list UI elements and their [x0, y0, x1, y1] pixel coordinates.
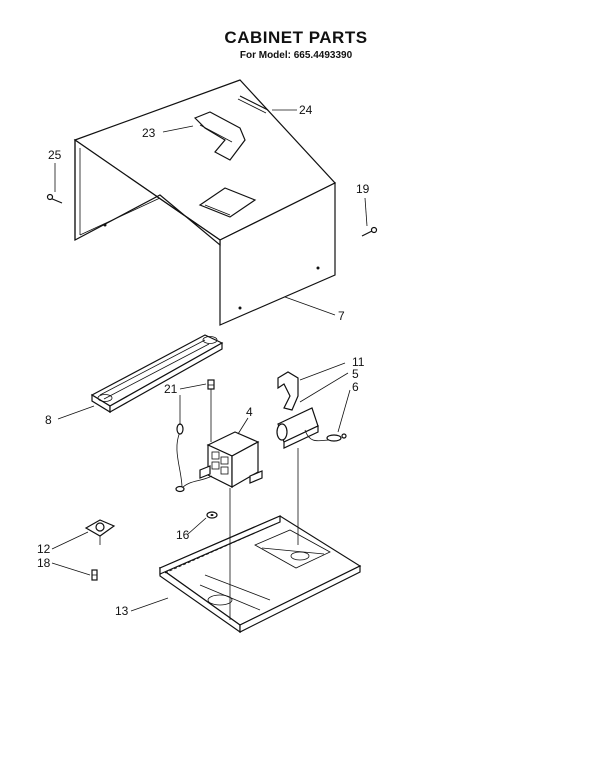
cabinet-wrapper — [73, 79, 336, 326]
base-plate-13 — [158, 515, 362, 634]
page-title: CABINET PARTS — [224, 28, 368, 47]
screw-21 — [207, 379, 215, 390]
screw-25 — [46, 193, 63, 204]
part-number-labels: 24 23 25 19 7 11 5 6 21 8 4 16 12 18 13 — [37, 103, 370, 618]
part-label-16: 16 — [176, 528, 190, 542]
part-label-6: 6 — [352, 380, 359, 394]
transformer-4 — [199, 431, 263, 489]
screw-18 — [91, 569, 98, 581]
part-label-24: 24 — [299, 103, 313, 117]
part-label-23: 23 — [142, 126, 156, 140]
part-label-11: 11 — [352, 355, 365, 369]
part-label-7: 7 — [338, 309, 345, 323]
part-label-4: 4 — [246, 405, 253, 419]
part-label-8: 8 — [45, 413, 52, 427]
part-label-19: 19 — [356, 182, 370, 196]
part-label-18: 18 — [37, 556, 51, 570]
washer-16 — [206, 511, 218, 519]
part-label-21: 21 — [164, 382, 178, 396]
part-label-12: 12 — [37, 542, 51, 556]
rail-assembly-8 — [90, 334, 224, 414]
capacitor-assembly — [276, 371, 347, 449]
thermal-cutout-12 — [84, 519, 116, 545]
screw-19 — [361, 226, 378, 237]
model-subtitle: For Model: 665.4493390 — [239, 50, 353, 61]
part-label-5: 5 — [352, 367, 359, 381]
part-label-25: 25 — [48, 148, 62, 162]
leader-lines — [51, 109, 368, 612]
part-label-13: 13 — [115, 604, 129, 618]
